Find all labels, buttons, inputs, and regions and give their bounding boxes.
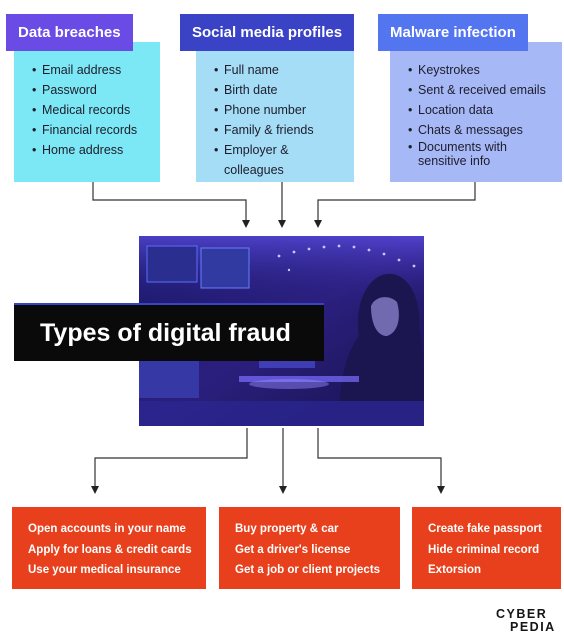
social-media-heading: Social media profiles bbox=[180, 14, 355, 51]
outcome-item: Get a driver's license bbox=[235, 543, 351, 556]
list-item: Family & friends bbox=[214, 120, 344, 140]
monitor bbox=[200, 247, 250, 289]
list-item: Documents with sensitive info bbox=[408, 140, 552, 168]
social-media-box: Full name Birth date Phone number Family… bbox=[196, 42, 354, 182]
list-item: Full name bbox=[214, 60, 344, 80]
list-item: Email address bbox=[32, 60, 150, 80]
logo-line2: PEDIA bbox=[510, 620, 556, 634]
cyberpedia-logo: CYBER PEDIA bbox=[496, 607, 558, 634]
arrow-right-top bbox=[314, 182, 476, 228]
data-breaches-box: Email address Password Medical records F… bbox=[14, 42, 160, 182]
list-item: Chats & messages bbox=[408, 120, 552, 140]
outcome-item: Open accounts in your name bbox=[28, 523, 186, 535]
arrow-right-bottom bbox=[317, 428, 445, 494]
hooded-figure bbox=[339, 273, 424, 426]
page-title: Types of digital fraud bbox=[40, 319, 291, 347]
list-item: Sent & received emails bbox=[408, 80, 552, 100]
list-item: Home address bbox=[32, 140, 150, 160]
outcome-item: Create fake passport bbox=[428, 523, 542, 535]
title-banner: Types of digital fraud bbox=[14, 303, 324, 361]
malware-box: Keystrokes Sent & received emails Locati… bbox=[390, 42, 562, 182]
outcome-item: Use your medical insurance bbox=[28, 564, 181, 576]
logo-line1: CYBER bbox=[496, 607, 548, 621]
list-item: Employer & colleagues bbox=[214, 140, 344, 180]
outcome-item: Get a job or client projects bbox=[235, 564, 381, 576]
outcome-item: Hide criminal record bbox=[428, 543, 540, 556]
list-item: Location data bbox=[408, 100, 552, 120]
monitor bbox=[146, 245, 198, 283]
outcome-item: Buy property & car bbox=[235, 523, 339, 535]
arrow-left-bottom bbox=[91, 428, 248, 494]
data-breaches-heading: Data breaches bbox=[6, 14, 133, 51]
hacker-image bbox=[139, 236, 424, 426]
outcome-item: Extorsion bbox=[428, 564, 482, 576]
arrow-left-top bbox=[92, 182, 250, 228]
list-item: Birth date bbox=[214, 80, 344, 100]
monitor bbox=[139, 358, 199, 398]
outcome-box-crime: Create fake passport Hide criminal recor… bbox=[412, 507, 561, 589]
malware-heading: Malware infection bbox=[378, 14, 528, 51]
list-item: Medical records bbox=[32, 100, 150, 120]
list-item: Password bbox=[32, 80, 150, 100]
list-item: Phone number bbox=[214, 100, 344, 120]
outcome-item: Apply for loans & credit cards bbox=[28, 543, 192, 556]
list-item: Financial records bbox=[32, 120, 150, 140]
outcome-box-property: Buy property & car Get a driver's licens… bbox=[219, 507, 400, 589]
list-item: Keystrokes bbox=[408, 60, 552, 80]
outcome-box-identity: Open accounts in your name Apply for loa… bbox=[12, 507, 206, 589]
